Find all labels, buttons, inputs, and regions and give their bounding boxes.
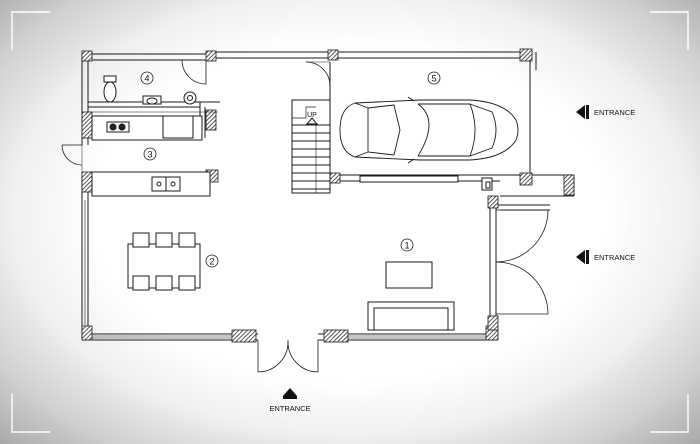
room-number-5: 5 bbox=[431, 74, 436, 84]
room-number-2: 2 bbox=[209, 257, 214, 267]
viewfinder-corners bbox=[11, 11, 689, 433]
bathroom-door bbox=[181, 59, 207, 85]
dining-set bbox=[127, 232, 201, 291]
room-marker-2: 2 bbox=[205, 254, 219, 268]
staircase bbox=[291, 61, 331, 194]
living-furniture bbox=[367, 261, 455, 331]
entrance-arrow-icon bbox=[283, 388, 297, 396]
coffee-table bbox=[385, 261, 433, 289]
entrance-marker-south: ENTRANCE bbox=[269, 388, 311, 413]
entrance-arrow-icon bbox=[576, 105, 585, 119]
car-icon bbox=[339, 96, 519, 164]
kitchen bbox=[61, 111, 218, 197]
kitchen-side-door bbox=[61, 144, 83, 166]
room-marker-4: 4 bbox=[140, 71, 154, 85]
entrance-label-south: ENTRANCE bbox=[269, 404, 310, 413]
room-number-3: 3 bbox=[147, 150, 152, 160]
kitchen-sink-icon bbox=[151, 176, 181, 192]
sofa bbox=[367, 301, 455, 331]
stair-up-label: UP bbox=[307, 112, 317, 119]
stair-door bbox=[305, 61, 331, 87]
room-marker-5: 5 bbox=[427, 71, 441, 85]
entrance-marker-east-upper: ENTRANCE bbox=[576, 105, 635, 119]
room-marker-3: 3 bbox=[143, 147, 157, 161]
bathroom-sink bbox=[142, 95, 162, 105]
entrance-label-east-lower: ENTRANCE bbox=[594, 253, 635, 262]
entrance-arrow-icon bbox=[576, 250, 585, 264]
east-living-double-door bbox=[495, 209, 549, 315]
room-number-1: 1 bbox=[404, 241, 409, 251]
entrance-label-east-upper: ENTRANCE bbox=[594, 108, 635, 117]
shower-drain bbox=[183, 91, 197, 105]
bathroom bbox=[88, 59, 220, 138]
toilet-fixture bbox=[103, 75, 117, 103]
south-double-door bbox=[257, 340, 319, 373]
stove-icon bbox=[106, 121, 130, 133]
structural-columns bbox=[81, 48, 575, 343]
room-marker-1: 1 bbox=[400, 238, 414, 252]
garage bbox=[339, 96, 519, 191]
room-number-4: 4 bbox=[144, 74, 149, 84]
room-markers: 1 2 3 4 5 bbox=[140, 71, 441, 268]
entrance-marker-east-lower: ENTRANCE bbox=[576, 250, 635, 264]
